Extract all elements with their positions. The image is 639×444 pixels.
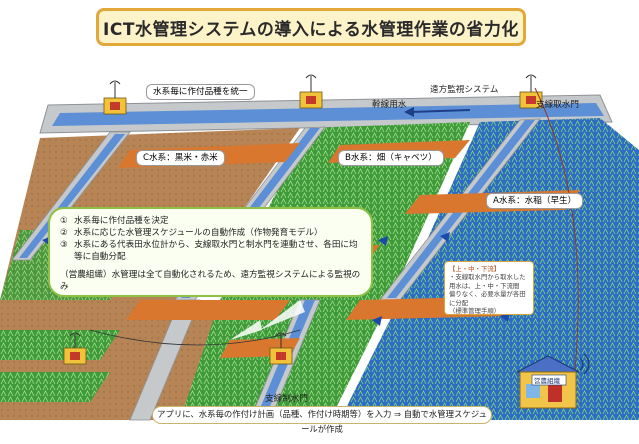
gate-icon <box>103 97 127 115</box>
step-text: 水系にある代表田水位計から、支線取水門と制水門を連動させ、各田に均 <box>74 240 358 250</box>
steps-note: （営農組織）水管理は全て自動化されるため、遠方監視システムによる監視のみ <box>60 270 361 292</box>
gate-icon <box>299 91 323 109</box>
flow-arrow-head <box>404 107 414 117</box>
step-text: 水系に応じた水管理スケジュールの自動作成（作物発育モデル） <box>74 228 323 238</box>
title-banner: ICT水管理システムの導入による水管理作業の省力化 <box>96 8 526 46</box>
antenna-icon <box>69 74 537 348</box>
page-title: ICT水管理システムの導入による水管理作業の省力化 <box>103 19 519 40</box>
field-lower-crop-1 <box>0 330 120 360</box>
step-number: ② <box>60 228 68 238</box>
top-unify-label: 水系毎に作付品種を統一 <box>146 84 255 100</box>
flow-note-heading: 【上・中・下流】 <box>449 265 501 273</box>
farm-house-icon <box>516 353 590 409</box>
levee-5 <box>126 300 290 320</box>
step-text: 等に自動分配 <box>74 252 126 262</box>
remote-system-label: 遠方監視システム <box>430 85 499 95</box>
branch-control-gate-label: 支線制水門 <box>265 394 308 404</box>
field-lower-crop-2 <box>0 372 110 402</box>
branch-gate-label: 支線取水門 <box>536 100 579 110</box>
field-a-label: A水系：水稲（早生） <box>486 193 584 209</box>
branch-canal-1-water <box>19 134 125 258</box>
sprinkler-spray <box>230 300 305 340</box>
field-c-label: C水系：黒米・赤米 <box>136 150 225 166</box>
field-b-label: B水系：畑（キャベツ） <box>338 150 444 166</box>
flow-note-line: 偏りなく、必要水量が各田に分配 <box>449 290 526 307</box>
farm-org-label: 営農組織 <box>534 377 560 385</box>
flow-note-callout: 【上・中・下流】 ・支線取水門から取水した用水は、上・中・下流間 偏りなく、必要… <box>444 261 534 315</box>
gate-icon <box>63 347 87 365</box>
farm-sign <box>531 374 567 386</box>
step-number: ① <box>60 216 68 226</box>
flow-arrow <box>409 109 471 113</box>
remote-link-line <box>89 329 301 346</box>
step-text: 水系毎に作付品種を決定 <box>74 216 169 226</box>
flow-note-line: ・支線取水門から取水した用水は、上・中・下流間 <box>449 273 526 290</box>
inflow-arrows <box>42 232 510 326</box>
step-number: ③ <box>60 240 68 250</box>
main-canal-water <box>52 103 604 126</box>
main-canal-label: 幹線用水 <box>372 100 407 110</box>
bottom-note: アプリに、水系毎の作付け計画（品種、作付け時期等）を入力 ⇒ 自動で水管理スケジ… <box>152 406 492 434</box>
flow-note-line: （標準管理手順） <box>449 307 501 316</box>
gate-icon <box>269 347 293 365</box>
steps-callout: ① 水系毎に作付品種を決定 ② 水系に応じた水管理スケジュールの自動作成（作物発育モ… <box>48 207 373 297</box>
step-number <box>60 251 74 263</box>
remote-link-line <box>534 87 579 371</box>
